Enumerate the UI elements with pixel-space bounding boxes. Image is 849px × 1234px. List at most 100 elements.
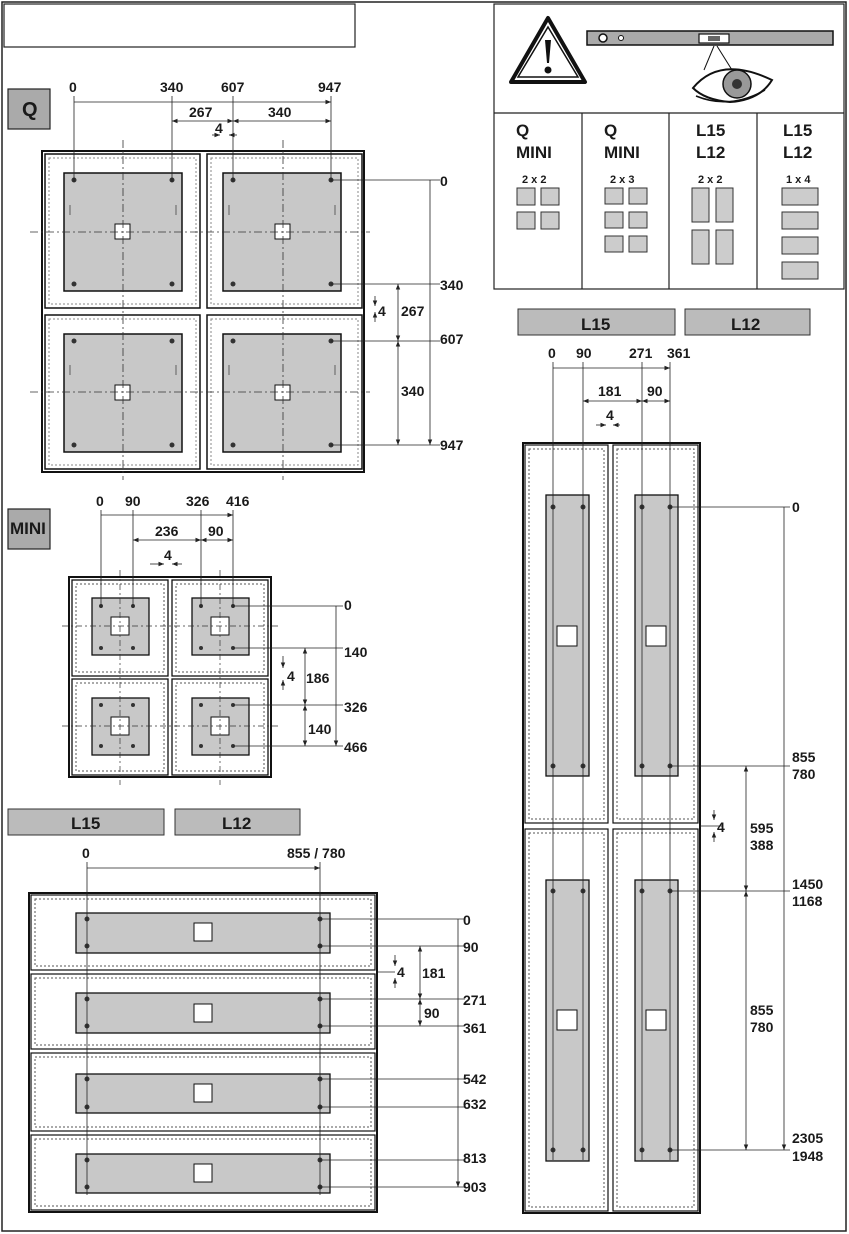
svg-text:361: 361 bbox=[667, 345, 691, 361]
svg-text:340: 340 bbox=[160, 79, 184, 95]
config-col-3: L15 L12 2 x 2 bbox=[691, 121, 734, 265]
svg-text:947: 947 bbox=[440, 437, 464, 453]
svg-text:L12: L12 bbox=[731, 315, 760, 334]
section-q-label: Q bbox=[7, 88, 51, 130]
svg-text:4: 4 bbox=[606, 407, 614, 423]
svg-text:4: 4 bbox=[287, 668, 295, 684]
spirit-level-icon bbox=[586, 30, 834, 46]
q-panel bbox=[44, 153, 363, 470]
svg-text:1168: 1168 bbox=[792, 893, 823, 909]
svg-text:L12: L12 bbox=[783, 143, 812, 162]
svg-text:L15: L15 bbox=[71, 814, 100, 833]
svg-text:L12: L12 bbox=[696, 143, 725, 162]
config-col-4: L15 L12 1 x 4 bbox=[781, 121, 819, 280]
svg-text:0: 0 bbox=[463, 912, 471, 928]
section-l-vertical-drawing: 0 90 271 361 181 90 4 0 855 780 1450 116… bbox=[522, 345, 823, 1214]
section-q-drawing: 0 340 607 947 267 340 4 0 340 607 947 26… bbox=[30, 79, 464, 480]
svg-text:90: 90 bbox=[463, 939, 479, 955]
svg-text:4: 4 bbox=[397, 964, 405, 980]
section-mini-label: MINI bbox=[7, 508, 51, 550]
svg-text:4: 4 bbox=[164, 547, 172, 563]
svg-text:632: 632 bbox=[463, 1096, 487, 1112]
config-col-1: Q MINI 2 x 2 bbox=[516, 121, 560, 230]
svg-text:340: 340 bbox=[401, 383, 425, 399]
svg-text:140: 140 bbox=[308, 721, 332, 737]
svg-text:90: 90 bbox=[576, 345, 592, 361]
svg-text:181: 181 bbox=[422, 965, 446, 981]
svg-text:2 x 3: 2 x 3 bbox=[610, 174, 634, 186]
tab-l15-vertical: L15 bbox=[517, 308, 676, 336]
tab-l15-horizontal: L15 bbox=[7, 808, 165, 836]
svg-text:L15: L15 bbox=[581, 315, 610, 334]
svg-text:MINI: MINI bbox=[604, 143, 640, 162]
svg-text:0: 0 bbox=[96, 493, 104, 509]
svg-text:388: 388 bbox=[750, 837, 774, 853]
svg-text:595: 595 bbox=[750, 820, 774, 836]
title-box bbox=[3, 3, 356, 48]
svg-text:1948: 1948 bbox=[792, 1148, 823, 1164]
svg-text:236: 236 bbox=[155, 523, 179, 539]
svg-text:L12: L12 bbox=[222, 814, 251, 833]
svg-text:780: 780 bbox=[750, 1019, 774, 1035]
svg-text:780: 780 bbox=[792, 766, 816, 782]
svg-text:271: 271 bbox=[629, 345, 653, 361]
svg-text:0: 0 bbox=[69, 79, 77, 95]
svg-text:1 x 4: 1 x 4 bbox=[786, 174, 811, 186]
svg-text:Q: Q bbox=[604, 121, 617, 140]
svg-text:4: 4 bbox=[378, 303, 386, 319]
svg-text:2 x 2: 2 x 2 bbox=[522, 174, 546, 186]
svg-text:267: 267 bbox=[401, 303, 425, 319]
svg-text:0: 0 bbox=[548, 345, 556, 361]
eye-icon bbox=[691, 45, 774, 104]
svg-text:4: 4 bbox=[717, 819, 725, 835]
svg-text:326: 326 bbox=[344, 699, 368, 715]
svg-text:MINI: MINI bbox=[516, 143, 552, 162]
svg-text:813: 813 bbox=[463, 1150, 487, 1166]
svg-text:542: 542 bbox=[463, 1071, 487, 1087]
svg-text:267: 267 bbox=[189, 104, 213, 120]
svg-text:340: 340 bbox=[440, 277, 464, 293]
svg-text:0: 0 bbox=[440, 173, 448, 189]
svg-text:326: 326 bbox=[186, 493, 210, 509]
svg-text:0: 0 bbox=[792, 499, 800, 515]
svg-text:186: 186 bbox=[306, 670, 330, 686]
section-mini-drawing: 0 90 326 416 236 90 4 0 140 326 466 186 … bbox=[62, 493, 368, 785]
frame-ticks bbox=[69, 205, 336, 375]
svg-text:0: 0 bbox=[82, 845, 90, 861]
svg-text:4: 4 bbox=[215, 120, 223, 136]
svg-text:361: 361 bbox=[463, 1020, 487, 1036]
svg-text:Q: Q bbox=[22, 99, 38, 121]
svg-text:340: 340 bbox=[268, 104, 292, 120]
svg-text:466: 466 bbox=[344, 739, 368, 755]
svg-text:90: 90 bbox=[424, 1005, 440, 1021]
svg-text:416: 416 bbox=[226, 493, 250, 509]
svg-text:271: 271 bbox=[463, 992, 487, 1008]
svg-text:855 / 780: 855 / 780 bbox=[287, 845, 346, 861]
svg-text:90: 90 bbox=[208, 523, 224, 539]
tab-l12-vertical: L12 bbox=[684, 308, 811, 336]
svg-text:903: 903 bbox=[463, 1179, 487, 1195]
svg-text:855: 855 bbox=[792, 749, 816, 765]
svg-text:L15: L15 bbox=[696, 121, 725, 140]
svg-text:607: 607 bbox=[440, 331, 464, 347]
svg-text:0: 0 bbox=[344, 597, 352, 613]
config-col-2: Q MINI 2 x 3 bbox=[604, 121, 648, 253]
svg-text:Q: Q bbox=[516, 121, 529, 140]
svg-text:140: 140 bbox=[344, 644, 368, 660]
svg-text:90: 90 bbox=[125, 493, 141, 509]
svg-text:607: 607 bbox=[221, 79, 245, 95]
section-l-horizontal-drawing: 0 855 / 780 0 90 271 361 542 632 813 903… bbox=[28, 845, 487, 1213]
warning-triangle-icon bbox=[509, 16, 587, 84]
svg-text:L15: L15 bbox=[783, 121, 812, 140]
svg-text:855: 855 bbox=[750, 1002, 774, 1018]
svg-text:2305: 2305 bbox=[792, 1130, 823, 1146]
svg-text:947: 947 bbox=[318, 79, 342, 95]
svg-text:90: 90 bbox=[647, 383, 663, 399]
svg-text:2 x 2: 2 x 2 bbox=[698, 174, 722, 186]
svg-text:181: 181 bbox=[598, 383, 622, 399]
svg-text:1450: 1450 bbox=[792, 876, 823, 892]
svg-text:MINI: MINI bbox=[10, 519, 46, 538]
tab-l12-horizontal: L12 bbox=[174, 808, 301, 836]
